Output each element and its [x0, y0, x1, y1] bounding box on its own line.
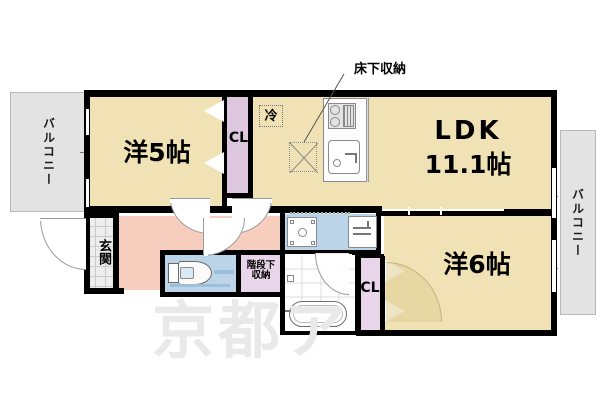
- toilet-floor-line: [170, 284, 230, 287]
- closet-cl-top: [226, 96, 250, 196]
- wall-bed5-closet: [222, 90, 227, 198]
- door-panel-ldk: [232, 198, 272, 203]
- wall-genkan-top: [84, 212, 118, 218]
- toilet-fixture-group: [168, 258, 236, 288]
- kitchen-counter-edge: [366, 98, 369, 182]
- underfloor-storage-cross-icon: [290, 143, 318, 173]
- window-tick-ldk-2: [440, 207, 442, 215]
- shower-control-icon: [287, 275, 294, 282]
- label-western-5: 洋5帖: [123, 138, 191, 167]
- label-under-stairs-line1: 階段下: [246, 260, 276, 271]
- kitchen-sink-icon: [328, 140, 360, 174]
- room-western-5: [86, 96, 226, 212]
- wall-genkan-right: [113, 212, 119, 294]
- label-under-stairs: 階段下 収納: [240, 261, 282, 281]
- underfloor-storage-leader: [303, 73, 345, 143]
- window-tick-ldk-1: [408, 207, 410, 215]
- balcony-left-label: バルコニー: [41, 117, 56, 187]
- wall-cl-bottom-bot: [356, 330, 384, 335]
- toilet-seat-icon: [180, 267, 194, 279]
- label-cl-top: CL: [228, 130, 249, 146]
- label-under-stairs-line2: 収納: [251, 269, 271, 281]
- bathroom-interior: [285, 253, 355, 331]
- label-ldk-area: 11.1帖: [424, 150, 512, 179]
- wall-washroom-bottom: [284, 250, 380, 254]
- window-bed5-bottom: [86, 179, 89, 207]
- wall-genkan-left: [84, 212, 90, 294]
- label-cl-top-text: CL: [228, 130, 249, 146]
- wash-basin-icon: [348, 216, 377, 248]
- wall-cl-bottom-right: [380, 256, 385, 334]
- wall-bed5-closet-lower: [222, 190, 227, 212]
- wall-cl-bottom-left: [376, 212, 381, 258]
- wall-closet-right: [248, 90, 253, 198]
- wall-bottom-right: [356, 330, 557, 336]
- label-underfloor-storage: 床下収納: [353, 62, 406, 77]
- label-ldk: LDK: [434, 116, 502, 146]
- door-panel-corridor: [203, 218, 208, 256]
- door-swing-entrance: [40, 218, 86, 270]
- label-cl-bottom: CL: [359, 280, 381, 296]
- bathtub-inner: [293, 305, 343, 323]
- door-panel-bed5: [170, 198, 210, 203]
- window-ldk-sill: [382, 209, 504, 211]
- gas-stove-icon: [328, 103, 356, 129]
- wall-wet-left: [280, 210, 285, 335]
- watermark: 京都ア: [152, 294, 351, 367]
- washroom-door-line: [290, 212, 350, 214]
- balcony-left: バルコニー: [10, 92, 88, 212]
- wall-left-upper: [84, 90, 90, 220]
- door-panel-entrance: [40, 218, 86, 221]
- wall-toilet-bottom: [160, 292, 285, 297]
- corridor-left: [118, 216, 168, 290]
- window-bed6-right: [552, 240, 556, 292]
- toilet-paper-holder-icon: [214, 270, 234, 274]
- label-cl-bottom-text: CL: [360, 280, 380, 296]
- label-western-6: 洋6帖: [443, 250, 511, 279]
- balcony-right-label: バルコニー: [570, 187, 585, 258]
- storage-under-stairs: [240, 254, 282, 292]
- wall-top: [84, 90, 557, 97]
- wall-bath-bottom: [280, 330, 360, 335]
- wall-cl-bottom-top: [356, 254, 384, 258]
- balcony-right: バルコニー: [560, 130, 596, 315]
- wall-toilet-top: [160, 250, 285, 255]
- bathtub-faucet: [285, 310, 293, 312]
- wall-closet-bottom: [222, 193, 253, 198]
- window-ldk-right: [552, 168, 556, 218]
- wall-mid-center: [282, 206, 382, 213]
- label-refrigerator: 冷: [259, 105, 283, 127]
- label-genkan: 玄関: [96, 239, 111, 265]
- toilet-tank-icon: [168, 263, 179, 283]
- wall-mid-right: [380, 209, 557, 216]
- room-genkan: [85, 216, 118, 290]
- wall-cl-bottom-leftside: [356, 254, 361, 334]
- window-bed5-top: [86, 109, 89, 135]
- wall-genkan-bottom: [84, 288, 124, 294]
- wall-toilet-right: [236, 250, 241, 297]
- underfloor-storage-marker: [289, 142, 318, 173]
- wall-toilet-left: [160, 250, 165, 297]
- washing-machine-space-icon: [287, 217, 317, 247]
